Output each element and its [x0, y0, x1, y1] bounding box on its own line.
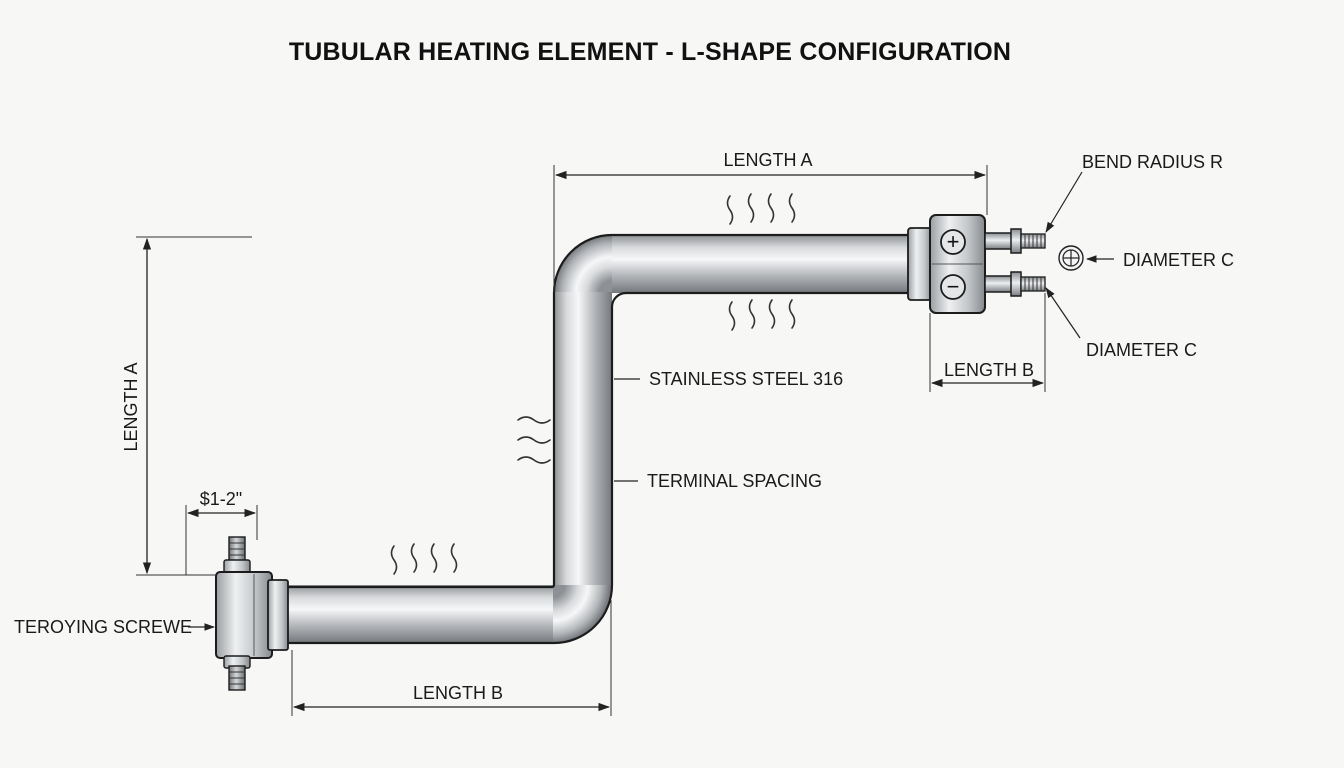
upper-pin-thread — [1020, 233, 1046, 249]
tube-bottom-bend — [552, 585, 612, 643]
diagram-title: TUBULAR HEATING ELEMENT - L-SHAPE CONFIG… — [288, 38, 1012, 66]
length-a-top-label: LENGTH A — [723, 150, 812, 170]
positive-terminal-icon — [940, 229, 966, 255]
diameter-symbol-icon — [1058, 245, 1084, 271]
right-terminal-head: + − — [907, 214, 1046, 314]
dimension-length-b-right: LENGTH B — [929, 293, 1046, 392]
heat-waves — [390, 193, 796, 575]
diameter-c-lower-label: DIAMETER C — [1086, 340, 1197, 360]
callout-bend-radius: BEND RADIUS R — [1045, 152, 1223, 233]
tube-top-run — [612, 235, 912, 293]
left-terminal-head — [215, 536, 289, 691]
length-b-bottom-label: LENGTH B — [413, 683, 503, 703]
screw-label: TEROYING SCREWE — [14, 617, 192, 637]
dimension-thread: $1-2" — [185, 489, 258, 575]
callout-diameter-c-lower: DIAMETER C — [1045, 287, 1197, 360]
length-a-side-label: LENGTH A — [121, 362, 141, 451]
tube-bottom-run — [286, 585, 553, 643]
negative-symbol: − — [947, 274, 960, 299]
thread-dim-label: $1-2" — [200, 489, 242, 509]
tube-top-bend — [554, 235, 612, 293]
callout-diameter-c-upper: DIAMETER C — [1058, 245, 1234, 271]
dimension-length-b-bottom: LENGTH B — [291, 600, 612, 716]
dimension-length-a-side: LENGTH A — [121, 236, 252, 576]
terminal-spacing-label: TERMINAL SPACING — [647, 471, 822, 491]
material-label: STAINLESS STEEL 316 — [649, 369, 843, 389]
tube-vertical-run — [554, 292, 612, 586]
length-b-right-label: LENGTH B — [944, 360, 1034, 380]
heating-tube — [286, 233, 912, 645]
positive-symbol: + — [947, 229, 960, 254]
callout-screw: TEROYING SCREWE — [14, 617, 216, 637]
lower-pin-thread — [1020, 276, 1046, 292]
diameter-c-upper-label: DIAMETER C — [1123, 250, 1234, 270]
callout-terminal-spacing: TERMINAL SPACING — [614, 471, 822, 491]
bend-radius-label: BEND RADIUS R — [1082, 152, 1223, 172]
callout-material: STAINLESS STEEL 316 — [614, 369, 843, 389]
negative-terminal-icon — [940, 274, 966, 300]
dimension-length-a-top: LENGTH A — [553, 150, 988, 292]
